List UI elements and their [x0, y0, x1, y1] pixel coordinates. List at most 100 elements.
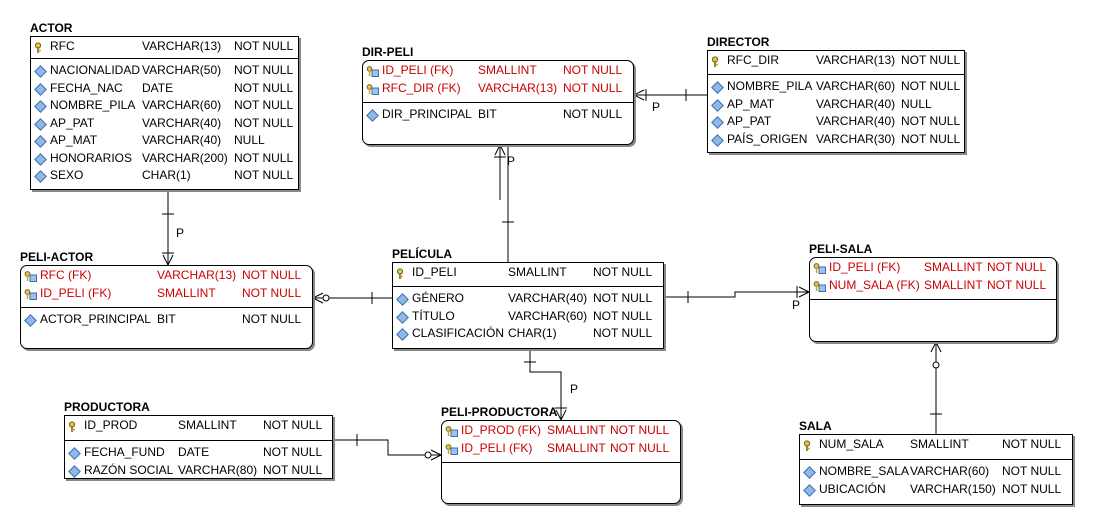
relationship-line [529, 349, 562, 420]
column-nullability: NOT NULL [1002, 464, 1062, 478]
diamond-icon [396, 310, 409, 324]
key-separator [707, 74, 965, 75]
column-name: RFC_DIR (FK) [382, 80, 461, 95]
column-name: RFC (FK) [40, 268, 92, 282]
column-type: VARCHAR(40) [508, 291, 588, 305]
column-name: UBICACIÓN [819, 481, 886, 496]
column-type: CHAR(1) [508, 326, 557, 340]
diamond-icon [34, 65, 47, 78]
relationship-line [935, 341, 942, 353]
column-type: SMALLINT [910, 437, 969, 451]
attribute-row[interactable]: HONORARIOS VARCHAR(200) NOT NULL [34, 150, 295, 167]
diamond-icon [803, 483, 816, 497]
foreign-key-icon [445, 443, 458, 455]
column-nullability: NOT NULL [234, 39, 294, 53]
column-type: SMALLINT [508, 265, 567, 279]
relationship-label: P [652, 100, 660, 114]
relationship-line [798, 286, 810, 293]
column-nullability: NOT NULL [593, 326, 653, 340]
column-type: CHAR(1) [142, 168, 191, 182]
pk-column-row[interactable]: RFC_DIR (FK)VARCHAR(13)NOT NULL [366, 80, 630, 97]
key-icon [803, 439, 814, 451]
column-name: ID_PELI (FK) [829, 260, 901, 274]
column-type: VARCHAR(40) [142, 133, 222, 147]
column-name: HONORARIOS [50, 150, 133, 165]
column-name: ID_PELI (FK) [382, 63, 454, 77]
relationship-line [664, 291, 809, 298]
column-nullability: NOT NULL [593, 308, 653, 323]
column-type: VARCHAR(200) [142, 150, 228, 165]
key-separator [30, 58, 299, 59]
entity-box [707, 50, 965, 153]
column-nullability: NOT NULL [563, 80, 623, 95]
column-name: TÍTULO [412, 308, 455, 323]
column-name: CLASIFICACIÓN [412, 326, 505, 340]
column-nullability: NOT NULL [234, 63, 294, 77]
pk-column-row[interactable]: RFC (FK)VARCHAR(13)NOT NULL [24, 267, 309, 284]
foreign-key-icon [366, 65, 379, 77]
column-type: BIT [157, 312, 176, 326]
column-name: AP_MAT [50, 133, 98, 147]
column-name: NACIONALIDAD [50, 63, 141, 77]
column-nullability: NOT NULL [234, 115, 294, 130]
column-nullability: NOT NULL [610, 440, 670, 455]
column-nullability: NOT NULL [901, 53, 961, 67]
column-nullability: NOT NULL [234, 98, 294, 112]
column-name: AP_PAT [50, 115, 95, 130]
column-name: ID_PROD [84, 418, 138, 432]
column-type: VARCHAR(13) [157, 268, 237, 282]
column-name: RFC [50, 39, 75, 53]
relationship-line [167, 254, 174, 266]
column-type: SMALLINT [924, 260, 983, 274]
key-icon [68, 420, 79, 432]
optional-circle [424, 451, 432, 459]
column-nullability: NOT NULL [234, 80, 294, 95]
column-name: FECHA_NAC [50, 80, 123, 95]
diamond-icon [366, 109, 379, 122]
column-nullability: NOT NULL [563, 107, 623, 121]
column-name: AP_MAT [727, 96, 775, 111]
column-type: SMALLINT [178, 418, 237, 432]
column-nullability: NOT NULL [234, 150, 294, 165]
entity-box [30, 36, 299, 190]
